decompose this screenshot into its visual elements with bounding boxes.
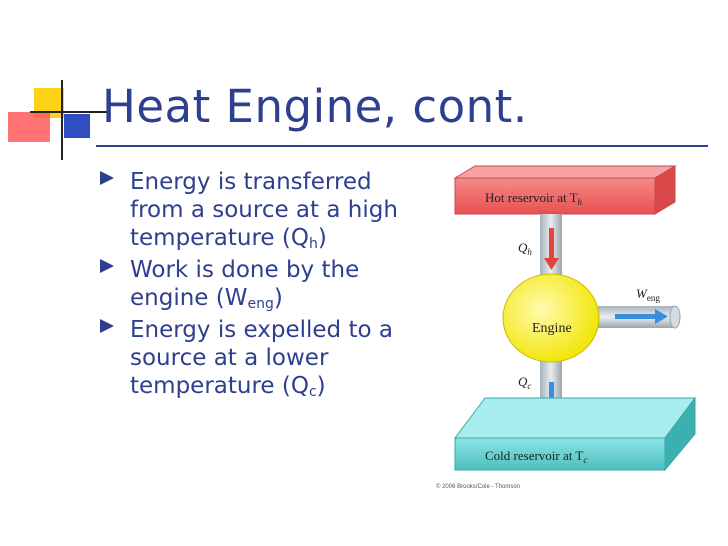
heat-engine-diagram: Hot reservoir at Th Engine Qh Qc Weng Co… [436, 165, 696, 490]
svg-text:Hot reservoir at Th: Hot reservoir at Th [485, 190, 583, 207]
credit-text: © 2006 Brooks/Cole - Thomson [436, 483, 520, 490]
cold-reservoir-sub: c [583, 455, 587, 465]
bullet-item: Energy is expelled to a source at a lowe… [100, 316, 420, 400]
hot-reservoir: Hot reservoir at Th [453, 165, 677, 215]
qh-label: Q [518, 240, 528, 255]
arrow-bullet-icon [100, 319, 114, 333]
svg-text:Weng: Weng [636, 286, 660, 303]
arrow-bullet-icon [100, 171, 114, 185]
bullet-subscript: c [308, 384, 317, 400]
bullet-tail: ) [316, 373, 326, 399]
bullet-tail: ) [317, 225, 327, 251]
svg-text:Qc: Qc [518, 374, 531, 391]
bullet-subscript: eng [247, 296, 274, 312]
svg-text:Qh: Qh [518, 240, 532, 257]
arrow-bullet-icon [100, 259, 114, 273]
qc-label: Q [518, 374, 528, 389]
svg-text:Cold reservoir at Tc: Cold reservoir at Tc [485, 448, 587, 465]
work-arrow [615, 309, 668, 324]
bullet-subscript: h [308, 236, 318, 252]
corner-squares-graphic [8, 80, 110, 160]
bullet-list: Energy is transferred from a source at a… [100, 168, 420, 404]
engine-label: Engine [532, 321, 572, 336]
bullet-item: Energy is transferred from a source at a… [100, 168, 420, 252]
title-divider [96, 145, 708, 147]
cold-reservoir: Cold reservoir at Tc [454, 396, 696, 472]
hot-reservoir-label: Hot reservoir at T [485, 190, 578, 205]
bullet-text: Energy is transferred from a source at a… [130, 169, 398, 251]
hot-reservoir-sub: h [578, 197, 583, 207]
bullet-text: Work is done by the engine (W [130, 257, 360, 311]
work-sub: eng [647, 293, 660, 303]
bullet-tail: ) [273, 285, 283, 311]
qc-sub: c [527, 381, 531, 391]
bullet-item: Work is done by the engine (Weng) [100, 256, 420, 312]
work-label: W [636, 286, 648, 301]
engine: Engine [502, 273, 600, 363]
cold-reservoir-label: Cold reservoir at T [485, 448, 583, 463]
corner-decoration [0, 0, 110, 170]
qh-arrow [544, 228, 559, 270]
qh-sub: h [527, 247, 532, 257]
bullet-text: Energy is expelled to a source at a lowe… [130, 317, 393, 399]
slide-title: Heat Engine, cont. [102, 80, 528, 133]
